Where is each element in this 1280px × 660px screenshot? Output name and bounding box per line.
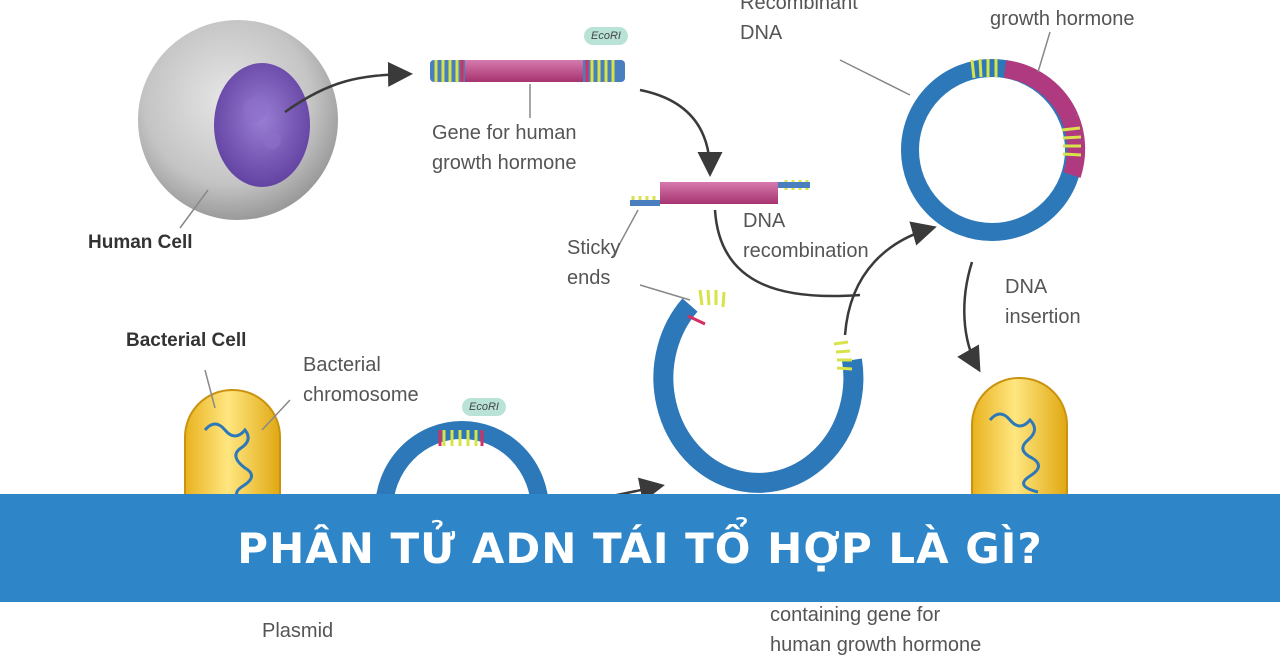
label-bacterial-cell: Bacterial Cell — [126, 330, 247, 351]
label-sticky-ends: Sticky ends — [567, 237, 621, 289]
label-recombinant-dna: Recombinant DNA — [740, 0, 858, 44]
banner-title: PHÂN TỬ ADN TÁI TỔ HỢP LÀ GÌ? — [237, 523, 1043, 573]
label-bacterial-chromosome: Bacterial chromosome — [303, 354, 419, 406]
recombination-arrow — [843, 221, 937, 336]
open-plasmid — [653, 289, 864, 493]
recombinant-plasmid — [901, 58, 1086, 241]
label-growth-hormone: growth hormone — [990, 8, 1135, 30]
nucleus — [214, 63, 310, 187]
cut-arrow — [639, 88, 723, 177]
label-plasmid: Plasmid — [262, 620, 334, 642]
label-gene-for-hgh: Gene for human growth hormone — [432, 122, 577, 174]
enzyme-badge-bottom: EcoRI — [462, 398, 506, 416]
cut-gene-segment — [630, 180, 810, 206]
label-dna-insertion: DNA insertion — [1005, 276, 1081, 328]
label-dna-recombination: DNA recombination — [743, 210, 869, 262]
human-cell — [138, 20, 338, 220]
title-banner: PHÂN TỬ ADN TÁI TỔ HỢP LÀ GÌ? — [0, 494, 1280, 602]
extraction-arrow — [284, 61, 413, 114]
label-human-cell: Human Cell — [88, 232, 193, 253]
enzyme-badge-top: EcoRI — [584, 27, 628, 45]
gene-segment — [430, 60, 625, 82]
insertion-arrow — [957, 261, 981, 373]
human-cell-pointer — [179, 189, 209, 229]
